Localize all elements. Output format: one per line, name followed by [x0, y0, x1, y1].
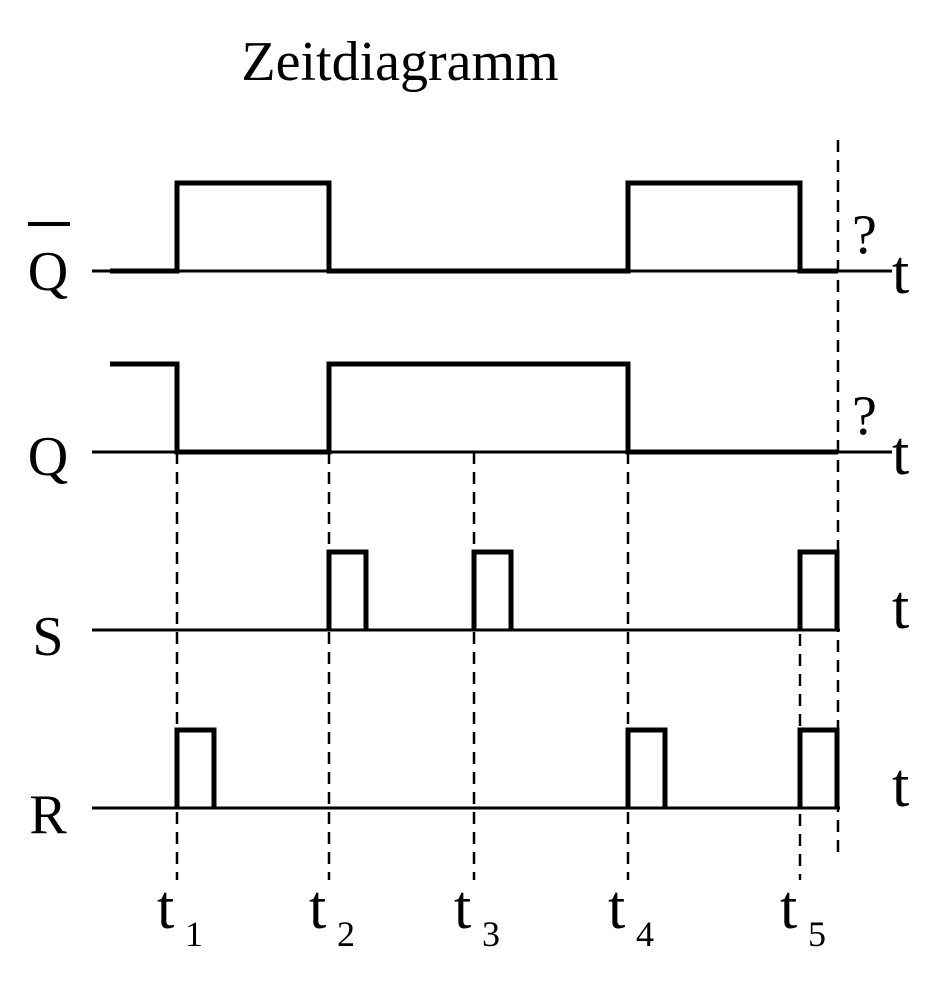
- time-axis-label: t: [892, 752, 909, 820]
- pulse-r-t1: [174, 727, 217, 808]
- waveform-qbar: [110, 180, 838, 274]
- time-marker-subscript: 2: [337, 914, 355, 954]
- pulse-s-t2: [326, 549, 369, 630]
- pulse-r-t5: [797, 727, 840, 808]
- time-axis-label: t: [892, 574, 909, 642]
- time-marker-t2: t: [309, 874, 326, 942]
- undefined-state-marker: ?: [852, 204, 877, 266]
- pulse-s-t3: [471, 549, 514, 630]
- diagram-title: Zeitdiagramm: [241, 31, 558, 93]
- time-axis-label: t: [892, 420, 909, 488]
- signal-label-q: Q: [28, 426, 68, 488]
- time-marker-subscript: 1: [185, 914, 203, 954]
- time-marker-guides: [175, 140, 840, 880]
- signal-q: Q?t: [28, 361, 909, 488]
- time-marker-subscript: 5: [808, 914, 826, 954]
- time-marker-subscript: 3: [482, 914, 500, 954]
- signal-qbar: Q?t: [28, 180, 909, 307]
- time-marker-t1: t: [157, 874, 174, 942]
- signal-label-qbar: Q: [28, 241, 68, 303]
- time-axis-label: t: [892, 239, 909, 307]
- pulse-r-t4: [625, 727, 668, 808]
- waveform-q: [110, 361, 838, 455]
- time-marker-subscript: 4: [636, 914, 654, 954]
- time-marker-t5: t: [780, 874, 797, 942]
- undefined-state-marker: ?: [852, 385, 877, 447]
- time-marker-t3: t: [454, 874, 471, 942]
- time-marker-t4: t: [608, 874, 625, 942]
- pulse-s-t5: [797, 549, 840, 630]
- signal-label-s: S: [32, 606, 63, 668]
- signal-label-r: R: [29, 784, 67, 846]
